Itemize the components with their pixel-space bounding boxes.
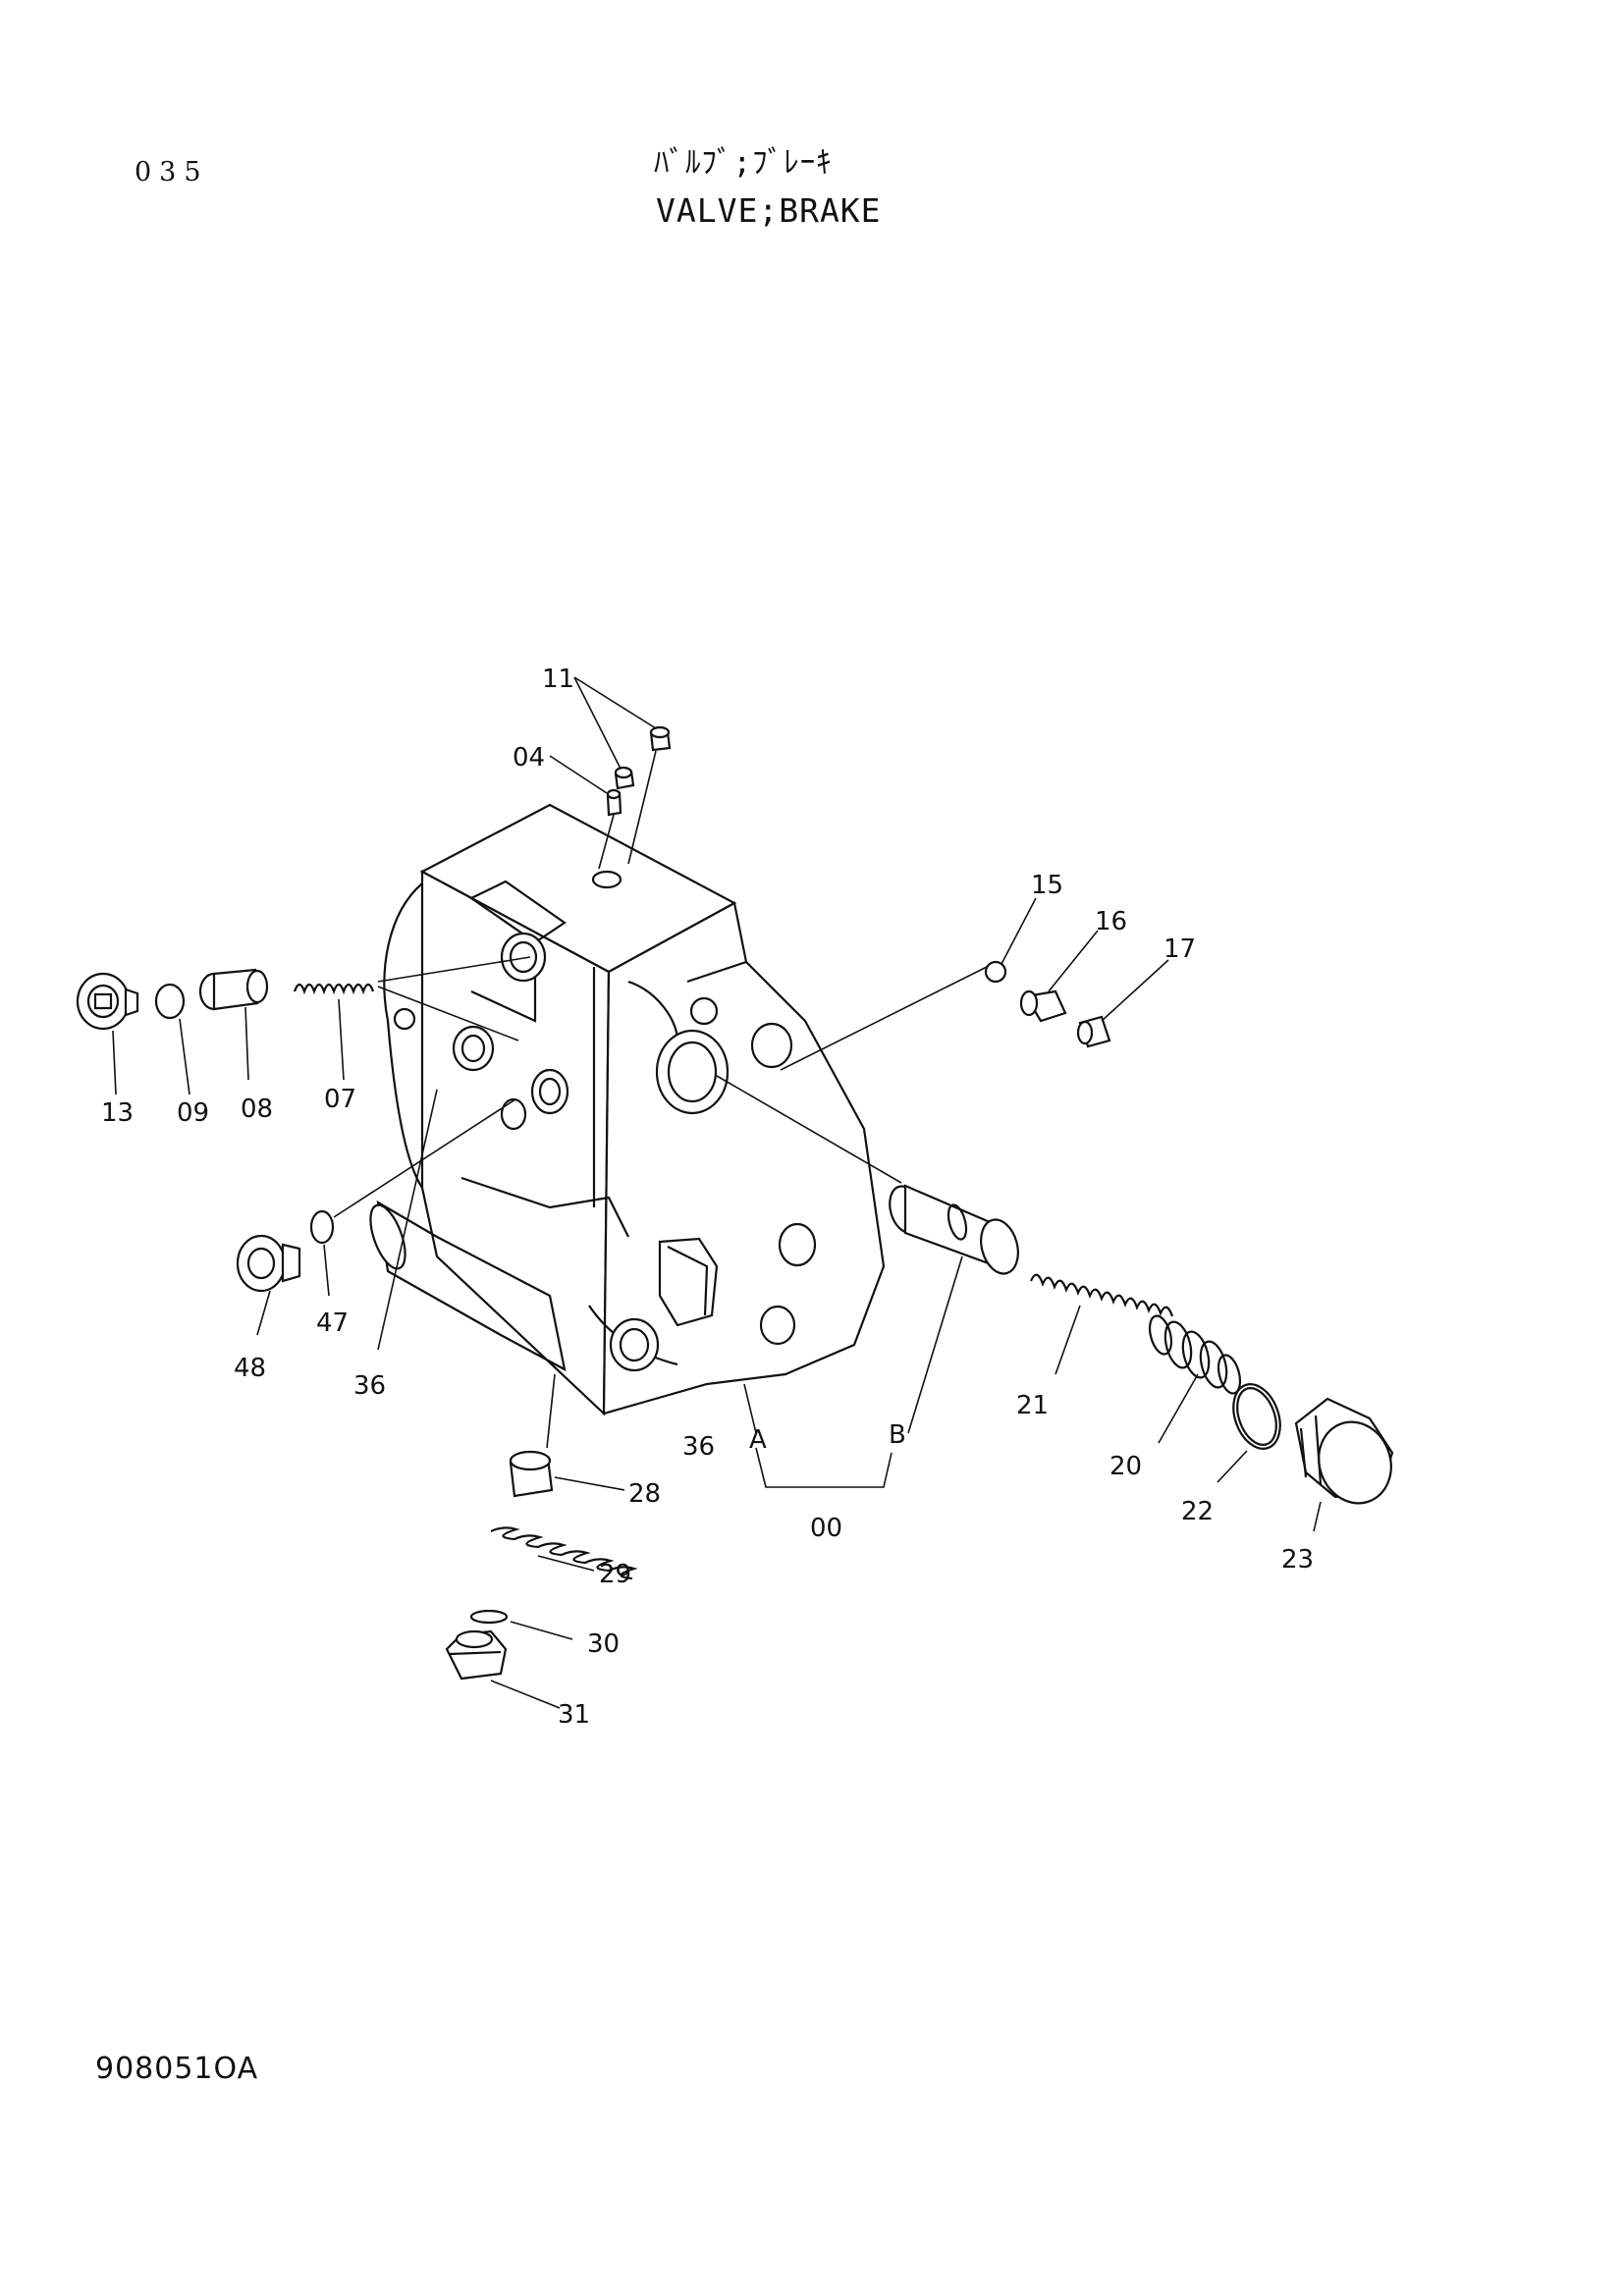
label-47: 47 [316, 1308, 349, 1338]
spool-b [889, 1184, 1019, 1275]
part-11-cap-upper [649, 725, 672, 752]
label-31: 31 [558, 1700, 590, 1730]
label-13: 13 [101, 1098, 134, 1128]
part-07-spring [293, 983, 375, 995]
label-21: 21 [1016, 1391, 1049, 1420]
part-04-plug [606, 788, 622, 817]
label-17: 17 [1163, 934, 1196, 964]
label-a: A [749, 1425, 767, 1455]
page-number: 035 [135, 157, 209, 187]
body-ports [393, 870, 817, 1372]
label-b: B [889, 1420, 906, 1450]
part-15-ball [984, 960, 1007, 984]
part-11-cap-lower [614, 766, 635, 790]
label-28: 28 [628, 1479, 661, 1509]
part-16-seat [1019, 989, 1067, 1023]
label-36-right: 36 [682, 1432, 715, 1462]
part-21-spring [1029, 1273, 1174, 1317]
title-japanese: ﾊﾞﾙﾌﾞ;ﾌﾞﾚｰｷ [654, 145, 833, 181]
label-30: 30 [587, 1629, 620, 1659]
part-09-o-ring [154, 983, 186, 1020]
label-29: 29 [599, 1560, 631, 1589]
label-09: 09 [177, 1098, 209, 1128]
part-23-hex-plug [1294, 1397, 1394, 1505]
label-00: 00 [810, 1514, 842, 1543]
label-04: 04 [513, 743, 545, 773]
label-15: 15 [1031, 871, 1063, 900]
part-47-o-ring [309, 1209, 335, 1245]
drawing-number: 908051OA [95, 2052, 259, 2086]
part-08-piston [198, 968, 269, 1011]
part-31-plug [445, 1629, 508, 1681]
label-22: 22 [1181, 1497, 1214, 1526]
label-08: 08 [241, 1095, 273, 1124]
part-13-socket-plug [76, 972, 139, 1031]
part-29-spring [490, 1526, 638, 1580]
title-english: VALVE;BRAKE [656, 191, 882, 230]
part-22-o-ring [1232, 1383, 1281, 1450]
label-16: 16 [1095, 907, 1127, 936]
part-48-plug [236, 1234, 301, 1293]
part-17-plug [1076, 1015, 1111, 1048]
label-36-left: 36 [353, 1371, 386, 1401]
label-11: 11 [542, 665, 574, 694]
part-30-o-ring [469, 1609, 509, 1625]
label-07: 07 [324, 1085, 356, 1114]
label-23: 23 [1281, 1545, 1314, 1575]
label-48: 48 [234, 1354, 266, 1383]
part-20-spring [1148, 1314, 1242, 1395]
part-28-cap [509, 1450, 554, 1498]
label-20: 20 [1109, 1452, 1142, 1481]
